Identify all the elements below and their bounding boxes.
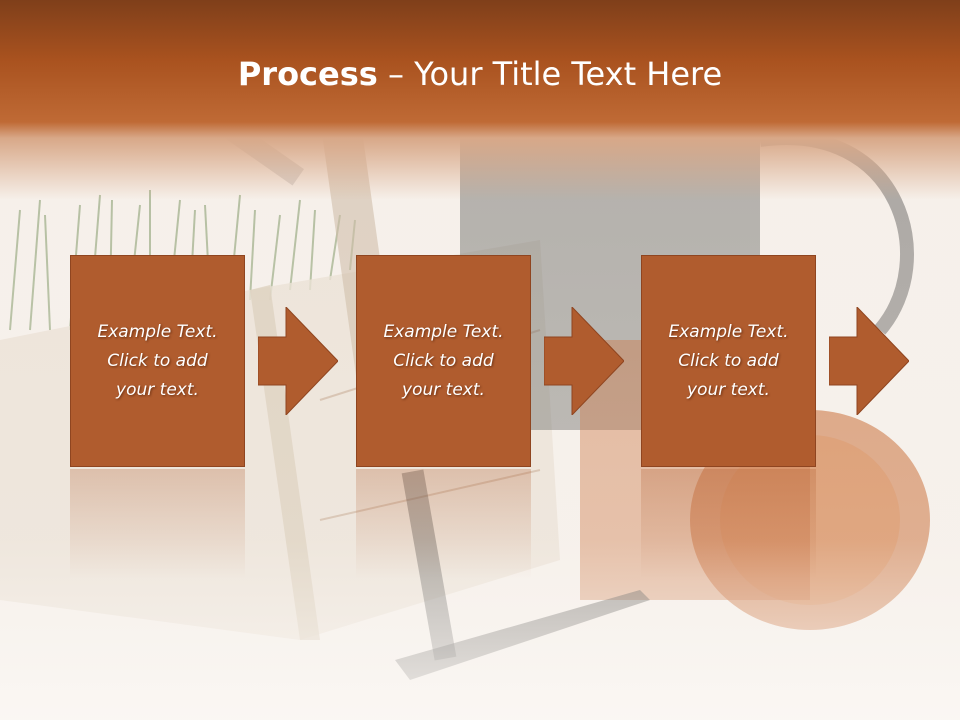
arrow-right-icon xyxy=(829,307,909,415)
title-bold: Process xyxy=(237,55,378,93)
page-title[interactable]: Process – Your Title Text Here xyxy=(0,52,960,96)
title-rest: – Your Title Text Here xyxy=(377,55,723,93)
step-3-text[interactable]: Example Text. Click to add your text. xyxy=(668,321,789,400)
process-step-2[interactable]: Example Text. Click to add your text. xyxy=(356,255,531,467)
step-2-reflection xyxy=(356,469,531,579)
arrow-right-icon xyxy=(258,307,338,415)
process-step-3[interactable]: Example Text. Click to add your text. xyxy=(641,255,816,467)
title-bar xyxy=(0,0,960,200)
arrow-right-icon xyxy=(544,307,624,415)
step-3-reflection xyxy=(641,469,816,579)
step-1-text[interactable]: Example Text. Click to add your text. xyxy=(97,321,218,400)
process-step-1[interactable]: Example Text. Click to add your text. xyxy=(70,255,245,467)
step-1-reflection xyxy=(70,469,245,579)
step-2-text[interactable]: Example Text. Click to add your text. xyxy=(383,321,504,400)
